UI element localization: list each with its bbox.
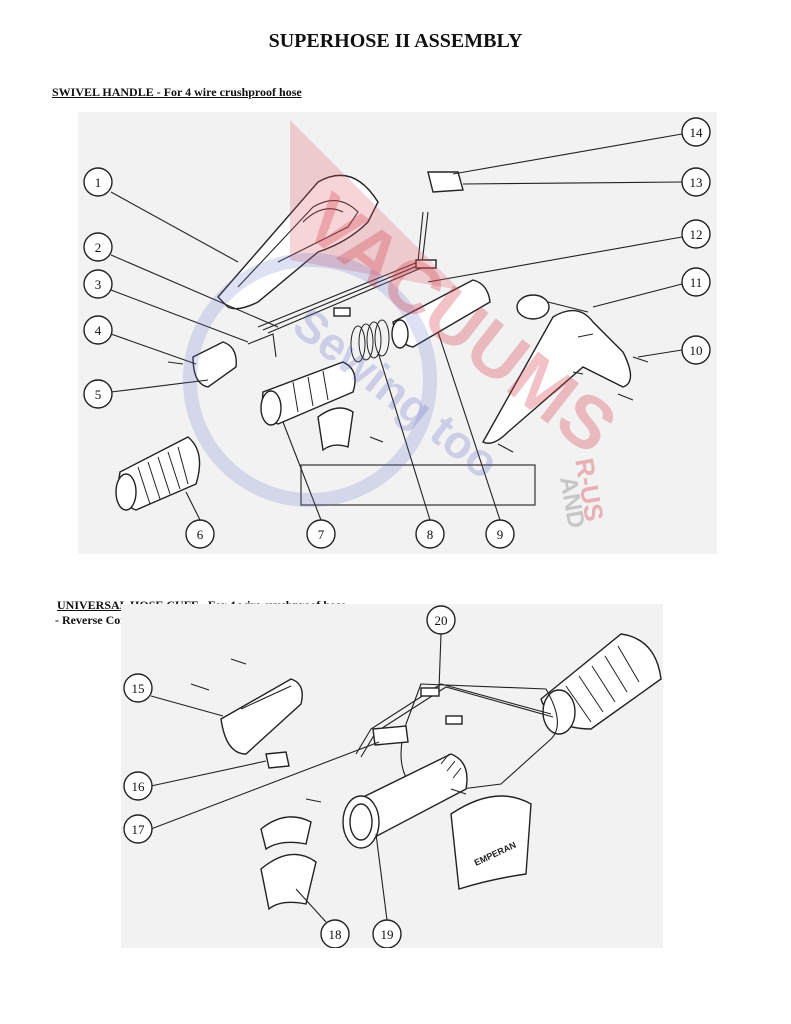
screws: [167, 333, 649, 453]
end-cap: [192, 341, 237, 388]
callout-19: 19: [372, 833, 402, 948]
callout-17: 17: [123, 741, 380, 844]
callout-6: 6: [185, 491, 215, 549]
callout-13: 13: [462, 167, 711, 197]
handle-upper-half: [217, 174, 379, 310]
callout-3: 3: [83, 269, 249, 343]
clip: [317, 407, 354, 452]
page-title: SUPERHOSE II ASSEMBLY: [268, 30, 523, 52]
svg-text:11: 11: [690, 275, 703, 290]
svg-text:17: 17: [132, 822, 146, 837]
cuff-screws: [190, 658, 467, 803]
cuff-half-lower: [260, 853, 317, 911]
universal-hose-cuff-diagram: EMPERAN 15 16 17 18 19 20: [121, 604, 663, 948]
cuff-outer-shell: EMPERAN: [450, 795, 532, 890]
cuff-half-upper: [260, 816, 312, 851]
svg-text:7: 7: [318, 527, 325, 542]
cuff-crushproof-hose: [540, 633, 662, 735]
svg-text:20: 20: [435, 613, 448, 628]
svg-text:18: 18: [329, 927, 342, 942]
hose-cuff-drawing: EMPERAN 15 16 17 18 19 20: [123, 605, 662, 948]
switch-connector: [427, 171, 464, 193]
svg-text:10: 10: [690, 343, 703, 358]
spring: [350, 319, 390, 363]
svg-text:2: 2: [95, 240, 102, 255]
callout-14: 14: [452, 117, 711, 175]
svg-text:14: 14: [690, 125, 704, 140]
svg-text:1: 1: [95, 175, 102, 190]
callout-4: 4: [83, 315, 197, 365]
cuff-insert-block: [265, 751, 290, 769]
callout-1: 1: [83, 167, 239, 263]
swivel-handle-diagram: 1 2 3 4 5 6 7 8 9 10 11 12 13 14: [78, 112, 717, 554]
callout-10: 10: [637, 335, 711, 365]
callout-11: 11: [592, 267, 711, 308]
svg-text:19: 19: [381, 927, 394, 942]
callout-12: 12: [427, 219, 711, 283]
svg-text:12: 12: [690, 227, 703, 242]
callout-15: 15: [123, 673, 224, 717]
callout-9: 9: [437, 331, 515, 549]
callout-2: 2: [83, 232, 279, 328]
svg-text:3: 3: [95, 277, 102, 292]
callout-5: 5: [83, 379, 209, 409]
cuff-end-cap: [220, 678, 303, 755]
callout-20: 20: [426, 605, 456, 690]
crushproof-hose: [115, 436, 201, 511]
cuff-tube: [342, 753, 468, 849]
callout-7: 7: [282, 421, 336, 549]
swivel-handle-drawing: 1 2 3 4 5 6 7 8 9 10 11 12 13 14: [83, 117, 711, 549]
svg-text:9: 9: [497, 527, 504, 542]
callout-18: 18: [295, 888, 350, 948]
svg-text:4: 4: [95, 323, 102, 338]
swivel-handle-heading: SWIVEL HANDLE - For 4 wire crushproof ho…: [52, 85, 302, 99]
wire-connector: [372, 725, 409, 746]
svg-text:16: 16: [132, 779, 146, 794]
callout-16: 16: [123, 760, 267, 801]
svg-text:15: 15: [132, 681, 145, 696]
label-box: [300, 464, 536, 506]
handle-lower-half: [482, 309, 632, 444]
callout-8: 8: [377, 351, 445, 549]
svg-text:13: 13: [690, 175, 703, 190]
callouts-swivel: 1 2 3 4 5 6 7 8 9 10 11 12 13 14: [83, 117, 711, 549]
svg-text:5: 5: [95, 387, 102, 402]
callouts-cuff: 15 16 17 18 19 20: [123, 605, 456, 948]
svg-text:8: 8: [427, 527, 434, 542]
svg-text:6: 6: [197, 527, 204, 542]
